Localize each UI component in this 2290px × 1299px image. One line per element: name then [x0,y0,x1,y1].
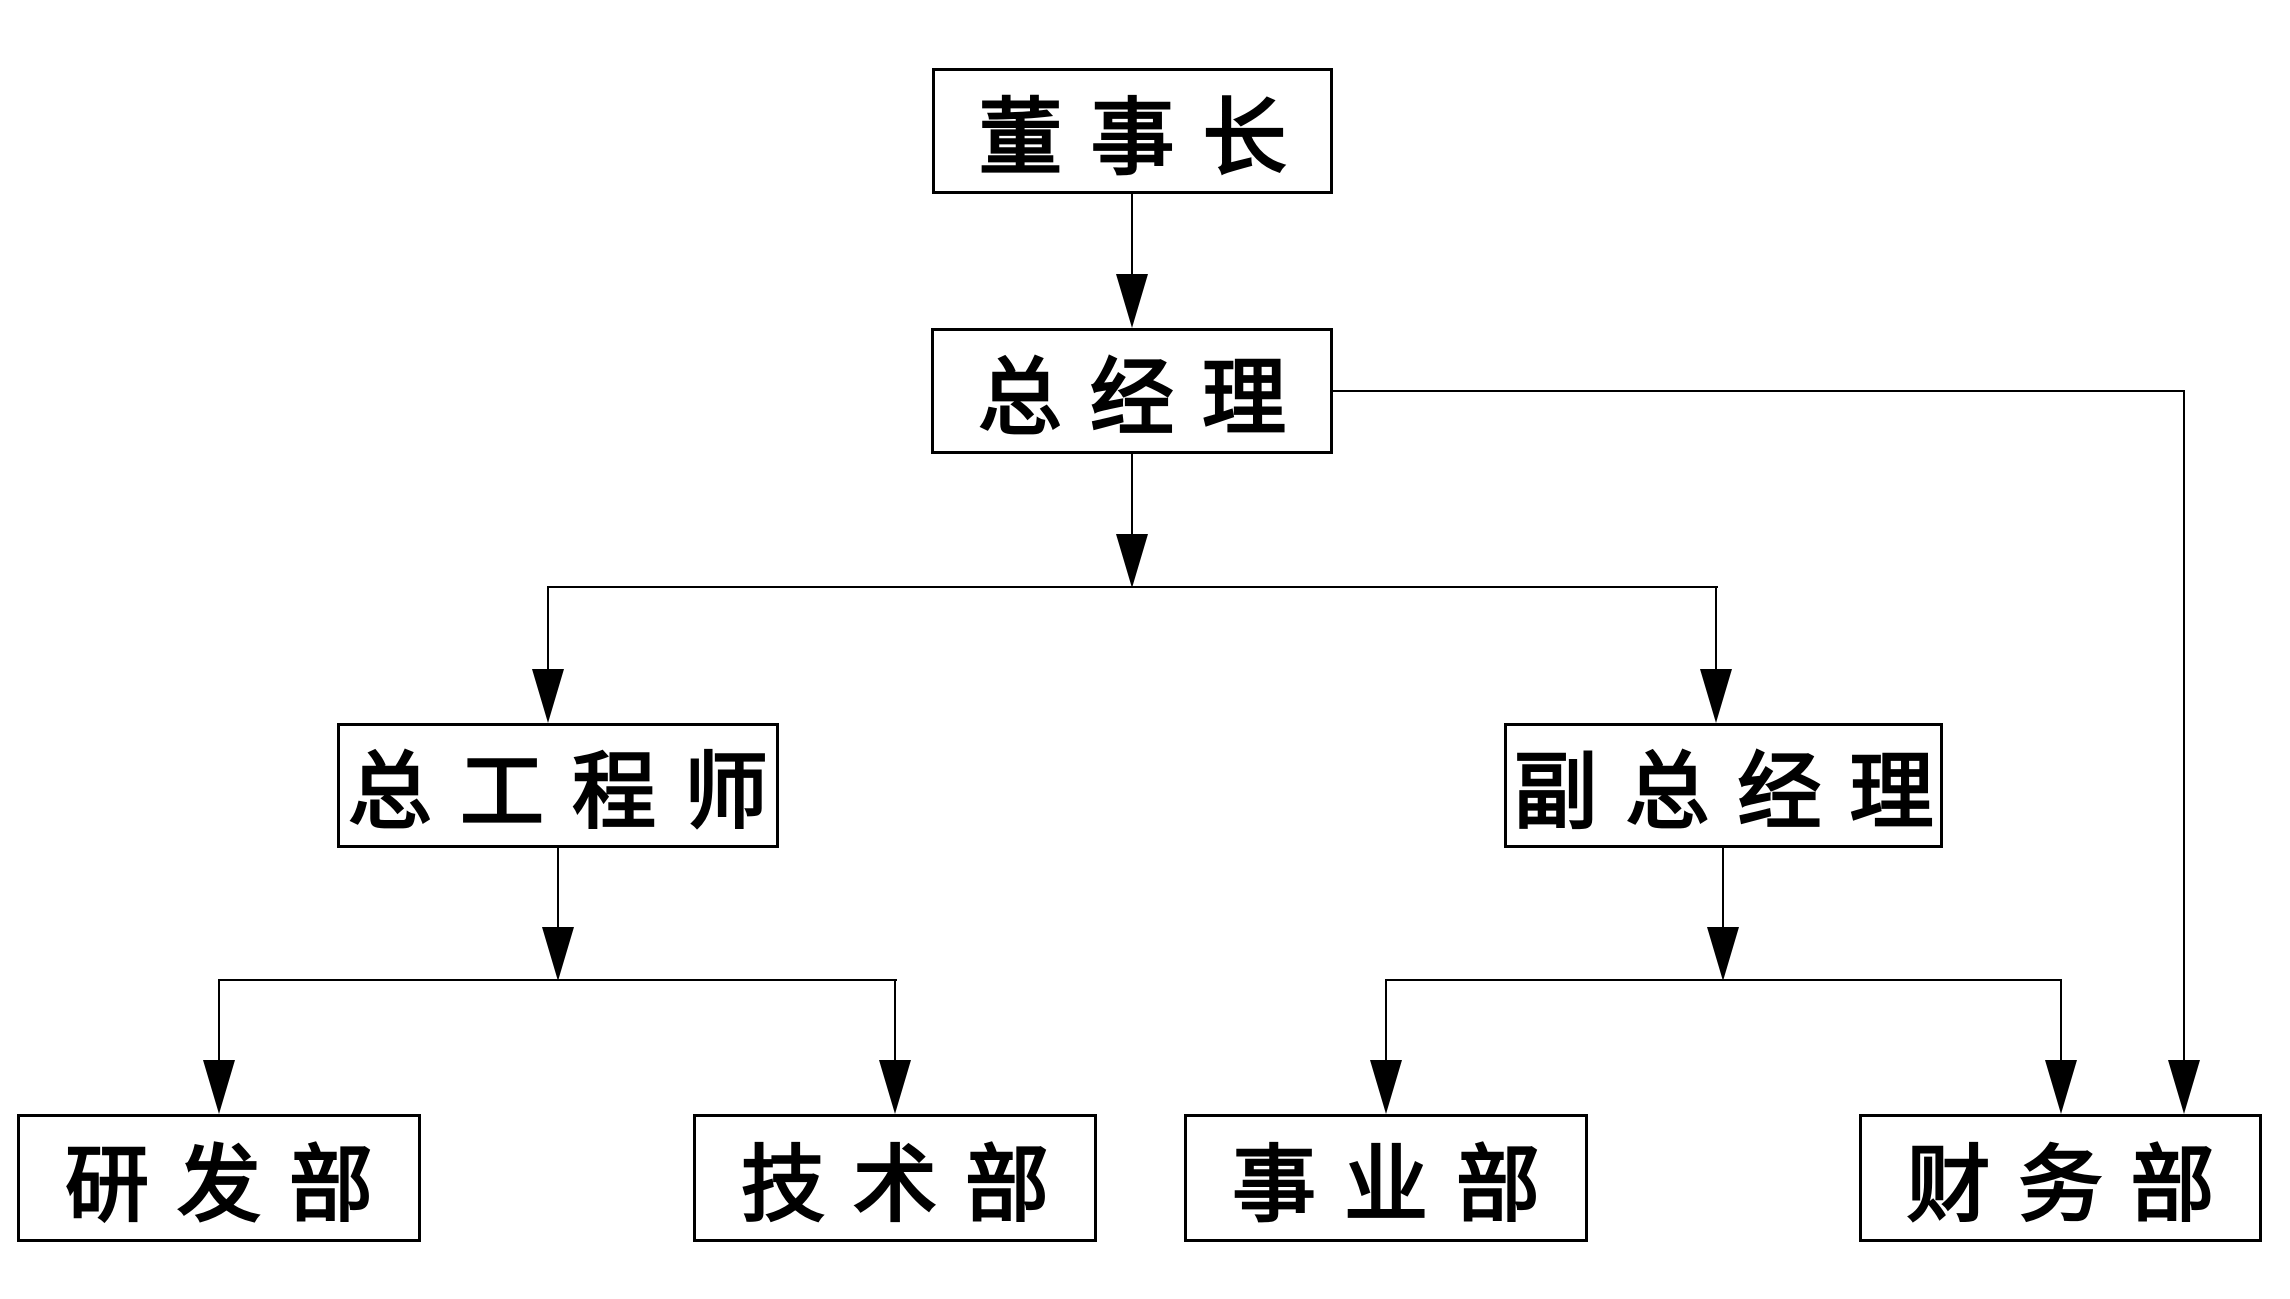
edge-branch-tech-line [894,981,896,1062]
edge-branch-business-arrowhead-icon [1370,1060,1402,1114]
node-tech-dept: 技术部 [693,1114,1097,1242]
edge-chairman-gm-arrowhead-icon [1116,274,1148,328]
node-deputy-general-manager: 副总经理 [1504,723,1943,848]
edge-gm-finance-vline [2183,390,2185,1062]
node-business-dept: 事业部 [1184,1114,1588,1242]
edge-branch-deputygm-arrowhead-icon [1700,669,1732,723]
node-rd-dept: 研发部 [17,1114,421,1242]
edge-gm-finance-hline [1333,390,2185,392]
node-chief-engineer: 总工程师 [337,723,779,848]
edge-chiefeng-branch-line [557,848,559,927]
edge-deputygm-branch-line [1722,848,1724,927]
edge-branch-deputygm-line [1715,588,1717,671]
branch-line-level4-left [218,979,897,981]
edge-branch-finance-line [2060,981,2062,1062]
node-chairman: 董事长 [932,68,1333,194]
node-general-manager: 总经理 [931,328,1333,454]
branch-line-level4-right [1385,979,2062,981]
node-finance-dept: 财务部 [1859,1114,2262,1242]
edge-branch-business-line [1385,981,1387,1062]
edge-gm-finance-arrowhead-icon [2168,1060,2200,1114]
edge-gm-branch-line [1131,454,1133,536]
edge-deputygm-branch-arrowhead-icon [1707,927,1739,981]
edge-branch-chiefeng-line [547,588,549,671]
edge-branch-rd-arrowhead-icon [203,1060,235,1114]
edge-branch-rd-line [218,981,220,1062]
edge-chairman-gm-line [1131,194,1133,276]
branch-line-level3 [547,586,1718,588]
edge-branch-chiefeng-arrowhead-icon [532,669,564,723]
edge-chiefeng-branch-arrowhead-icon [542,927,574,981]
edge-gm-branch-arrowhead-icon [1116,534,1148,588]
edge-branch-finance-arrowhead-icon [2045,1060,2077,1114]
edge-branch-tech-arrowhead-icon [879,1060,911,1114]
